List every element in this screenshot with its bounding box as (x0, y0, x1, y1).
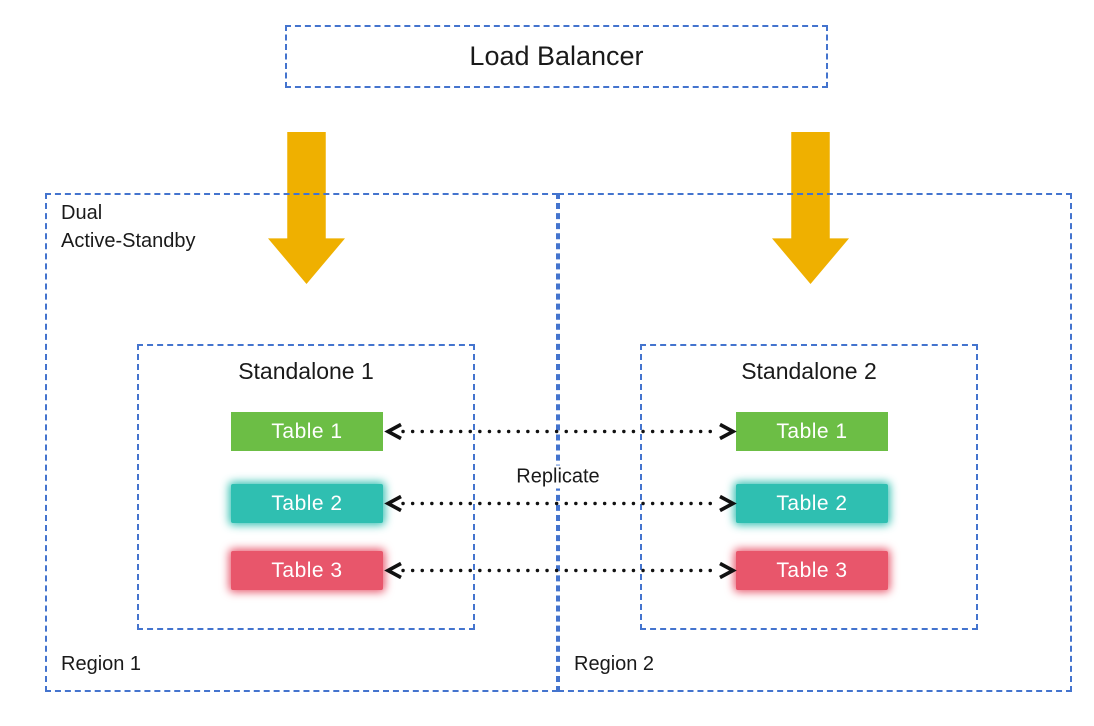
deployment-mode-line1: Dual (61, 202, 103, 224)
region-2-label: Region 2 (574, 653, 655, 675)
table-chip-s1-table2: Table 2 (231, 484, 383, 523)
region-1-box: Dual Active-Standby Region 1 (45, 193, 558, 692)
table-chip-s2-table1: Table 1 (736, 412, 888, 451)
load-balancer-box: Load Balancer (285, 25, 828, 88)
region-2-box: Region 2 (558, 193, 1072, 692)
deployment-mode-line2: Active-Standby (61, 230, 196, 252)
table-chip-s2-table3: Table 3 (736, 551, 888, 590)
table-chip-label: Table 2 (776, 491, 848, 515)
table-chip-s2-table2: Table 2 (736, 484, 888, 523)
table-chip-s1-table1: Table 1 (231, 412, 383, 451)
table-chip-s1-table3: Table 3 (231, 551, 383, 590)
standalone-2-title: Standalone 2 (741, 358, 877, 384)
standalone-1-title: Standalone 1 (238, 358, 374, 384)
table-chip-label: Table 3 (776, 558, 848, 582)
region-1-label: Region 1 (61, 653, 142, 675)
replicate-label: Replicate (512, 465, 604, 489)
table-chip-label: Table 2 (271, 491, 343, 515)
table-chip-label: Table 1 (271, 419, 343, 443)
table-chip-label: Table 1 (776, 419, 848, 443)
standalone-2-box: Standalone 2 (640, 344, 978, 630)
load-balancer-label: Load Balancer (469, 41, 644, 71)
deployment-mode-label: Dual Active-Standby (61, 199, 196, 255)
standalone-1-box: Standalone 1 (137, 344, 475, 630)
table-chip-label: Table 3 (271, 558, 343, 582)
